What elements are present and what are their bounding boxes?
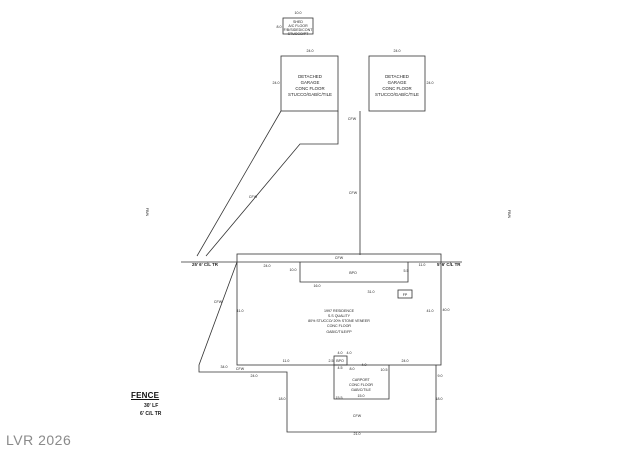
shed-label-4: STUCCO/PT (288, 32, 310, 36)
dim-label: 21.0 (354, 432, 361, 436)
cfw-label-top: CFW (348, 117, 357, 121)
house-label-2: S.S QUALITY (328, 314, 351, 318)
carport-bpo-label: BPO (336, 359, 344, 363)
fence-length: 30' LF (144, 403, 159, 409)
dim-label: 18.0 (279, 397, 286, 401)
dim-label: 11.0 (419, 263, 426, 267)
shed-dim-side: 8.0 (277, 25, 282, 29)
house-label-1: 1997 RESIDENCE (324, 309, 355, 313)
dim-label: 10.0 (290, 268, 297, 272)
dim-label: 31.0 (368, 290, 375, 294)
right-garage-label-1: DETACHED (385, 74, 409, 79)
shed-label-2: A/C FLOOR (288, 24, 308, 28)
fence-label-right: 5' 6' C/L TR (437, 262, 461, 267)
dim-label: 9.0 (438, 374, 443, 378)
dim-label: 24.0 (402, 359, 409, 363)
fireplace-outline (397, 289, 413, 299)
left-garage-label-4: STUCCO/GAB/C/TILE (288, 92, 332, 97)
dim-label: 15.5 (336, 396, 343, 400)
house-bpo-label: BPO (349, 271, 357, 275)
fence-title: FENCE (131, 391, 160, 400)
cfw-label-center-walk: CFW (349, 191, 358, 195)
right-garage-label-4: STUCCO/GAB/C/TILE (375, 92, 419, 97)
cfw-label-left-side: CFW (214, 300, 223, 304)
carport-dim: 15.0 (358, 394, 365, 398)
right-garage-label-2: GARAGE (388, 80, 407, 85)
house-label-5: GAB/C/TILE/FP (326, 330, 352, 334)
dim-label: 8.0 (350, 367, 355, 371)
left-side-label: FB/N (145, 208, 149, 217)
left-garage-outline (280, 55, 339, 112)
dim-label: 41.0 (237, 309, 244, 313)
dim-label: 24.0 (264, 264, 271, 268)
right-garage-label-3: CONC FLOOR (382, 86, 411, 91)
shed-label-1: SHED (293, 20, 303, 24)
dim-label: 18.0 (436, 397, 443, 401)
carport-label-1: CARPORT (352, 378, 370, 382)
left-garage-label-2: GARAGE (301, 80, 320, 85)
carport-label-2: CONC FLOOR (349, 383, 373, 387)
driveway-outline-inner (205, 111, 339, 257)
dim-label: 5.5 (404, 269, 409, 273)
house-label-3: 80% STUCCO/ 20% STONE VENEER (308, 319, 370, 323)
right-garage-outline (368, 55, 426, 112)
dim-label: 24.0 (251, 374, 258, 378)
left-garage-dim-top: 24.0 (307, 49, 314, 53)
fireplace-label: FP (403, 293, 408, 297)
dim-label: 41.0 (427, 309, 434, 313)
lower-cfw-outline (198, 261, 437, 433)
left-garage-label-3: CONC FLOOR (295, 86, 324, 91)
shed-outline (282, 17, 314, 35)
left-garage-dim-side: 24.0 (273, 81, 280, 85)
dim-label: 40.0 (443, 308, 450, 312)
bpo-outline (299, 262, 409, 283)
dim-label: 4.0 (347, 351, 352, 355)
fence-label-left: 25' 6' C/L TR (192, 262, 219, 267)
house-label-4: CONC FLOOR (327, 324, 351, 328)
carport-bpo-outline (333, 355, 348, 366)
cfw-label-bottom-left: CFW (236, 367, 245, 371)
dim-label: 10.5 (381, 368, 388, 372)
dim-label: 4.0 (338, 351, 343, 355)
right-side-label: FB/N (507, 210, 511, 219)
driveway-outline-left (196, 110, 282, 257)
carport-label-3: GAB/C/TILE (351, 388, 371, 392)
right-garage-dim-side: 24.0 (427, 81, 434, 85)
shed-dim-top: 10.0 (295, 11, 302, 15)
dim-label: 4.5 (338, 366, 343, 370)
dim-label: 4.0 (362, 363, 367, 367)
carport-outline (333, 365, 390, 400)
dim-label: 2.5 (329, 359, 334, 363)
right-garage-dim-top: 24.0 (394, 49, 401, 53)
left-garage-label-1: DETACHED (298, 74, 322, 79)
fence-type: 6' C/L TR (140, 411, 162, 417)
cfw-label-house-top: CFW (335, 256, 344, 260)
watermark: LVR 2026 (6, 432, 72, 448)
dim-label: 11.0 (283, 359, 290, 363)
shed-label-3: F/B/SIDED/CONT (284, 28, 314, 32)
cfw-label-left-walk: CFW (249, 195, 258, 199)
dim-label: 34.0 (221, 365, 228, 369)
dim-label: 16.0 (314, 284, 321, 288)
cfw-label-bottom: CFW (353, 414, 362, 418)
